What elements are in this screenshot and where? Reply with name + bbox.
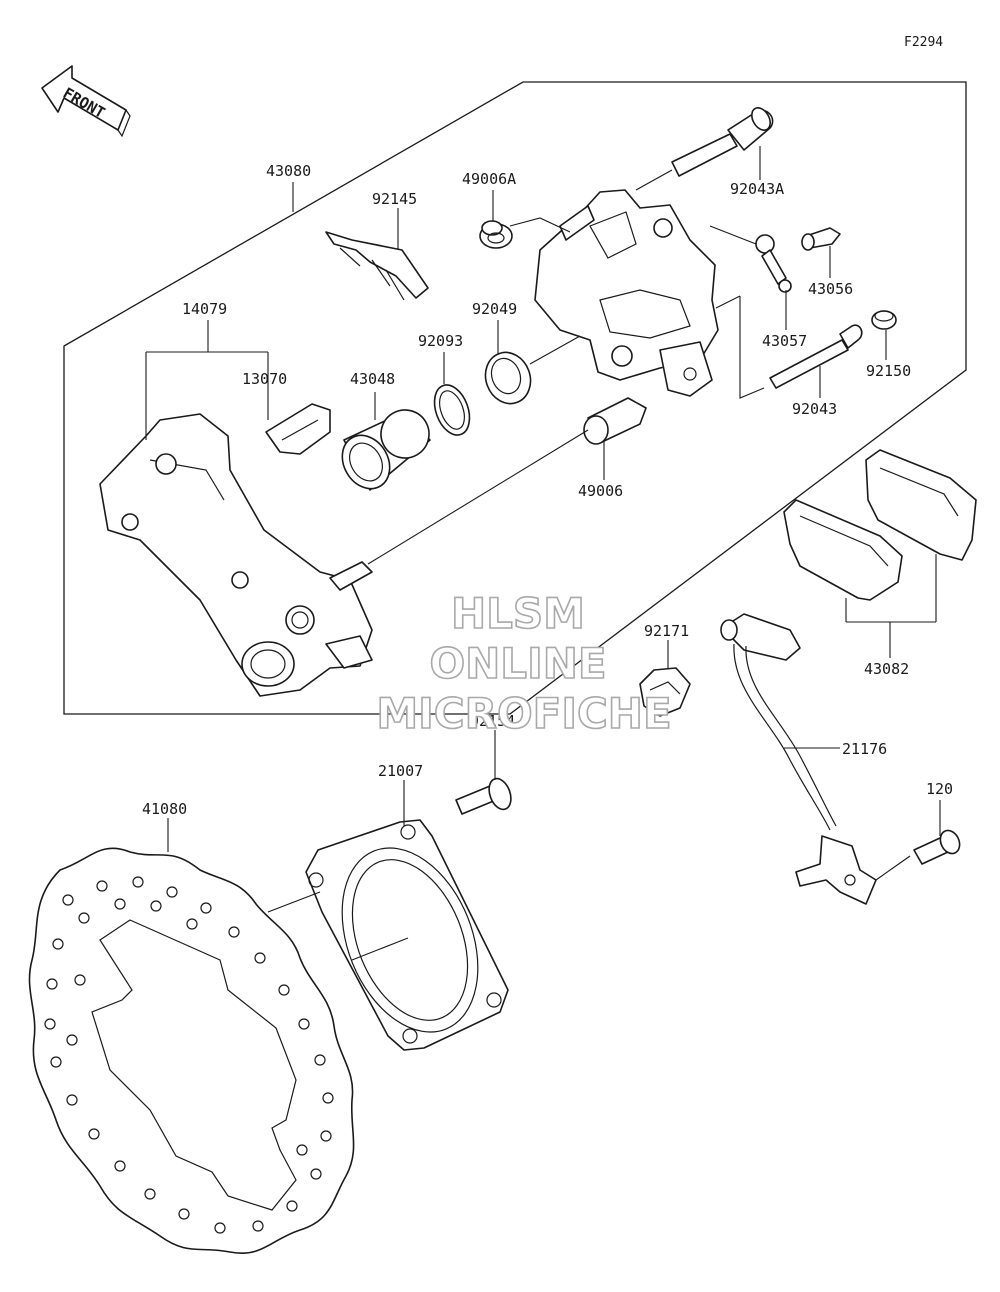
boot-49006a [479, 220, 513, 249]
label-120: 120 [926, 780, 953, 798]
brake-pads-43082 [783, 449, 977, 601]
label-49006: 49006 [578, 482, 623, 500]
sensor-21176 [720, 613, 877, 905]
label-43082: 43082 [864, 660, 909, 678]
cap-43057 [755, 234, 792, 293]
label-92171: 92171 [644, 622, 689, 640]
piston-43048 [341, 409, 431, 491]
watermark-line-1: HLSM [451, 589, 585, 638]
clamp-92171 [639, 667, 691, 717]
caliper-body [534, 189, 719, 397]
clip-13070 [265, 403, 331, 455]
seal-92093 [433, 384, 471, 436]
label-49006a: 49006A [462, 170, 516, 188]
label-92093: 92093 [418, 332, 463, 350]
part-labels: 43080 92145 49006A 92043A 43056 43057 92… [142, 162, 953, 818]
bolt-92043a [671, 107, 774, 177]
bolt-92154 [455, 777, 512, 815]
label-14079: 14079 [182, 300, 227, 318]
plug-92150 [871, 310, 897, 330]
watermark: HLSM ONLINE MICROFICHE [376, 588, 673, 739]
front-arrow-icon: FRONT [41, 65, 131, 138]
seal-92049 [484, 351, 532, 405]
watermark-line-3: MICROFICHE [376, 689, 671, 738]
label-92043a: 92043A [730, 180, 784, 198]
bolt-120 [913, 829, 961, 865]
sensor-rotor-21007 [305, 819, 509, 1051]
caliper-assembly-frame [63, 81, 967, 715]
boot-49006 [583, 397, 647, 445]
disc-holes [44, 876, 334, 1234]
label-92049: 92049 [472, 300, 517, 318]
label-92150: 92150 [866, 362, 911, 380]
figure-code: F2294 [904, 35, 943, 50]
label-92043: 92043 [792, 400, 837, 418]
label-41080: 41080 [142, 800, 187, 818]
label-13070: 13070 [242, 370, 287, 388]
bleeder-43056 [801, 227, 841, 251]
leader-lines [145, 146, 941, 961]
label-92154: 92154 [470, 712, 515, 730]
spring-92145 [325, 231, 429, 301]
label-21007: 21007 [378, 762, 423, 780]
bracket-14079 [99, 413, 373, 697]
pin-92043 [769, 324, 863, 389]
label-43057: 43057 [762, 332, 807, 350]
label-92145: 92145 [372, 190, 417, 208]
watermark-line-2: ONLINE [429, 639, 606, 688]
label-43080: 43080 [266, 162, 311, 180]
label-43048: 43048 [350, 370, 395, 388]
label-43056: 43056 [808, 280, 853, 298]
label-21176: 21176 [842, 740, 887, 758]
brake-disc-41080 [28, 847, 355, 1254]
